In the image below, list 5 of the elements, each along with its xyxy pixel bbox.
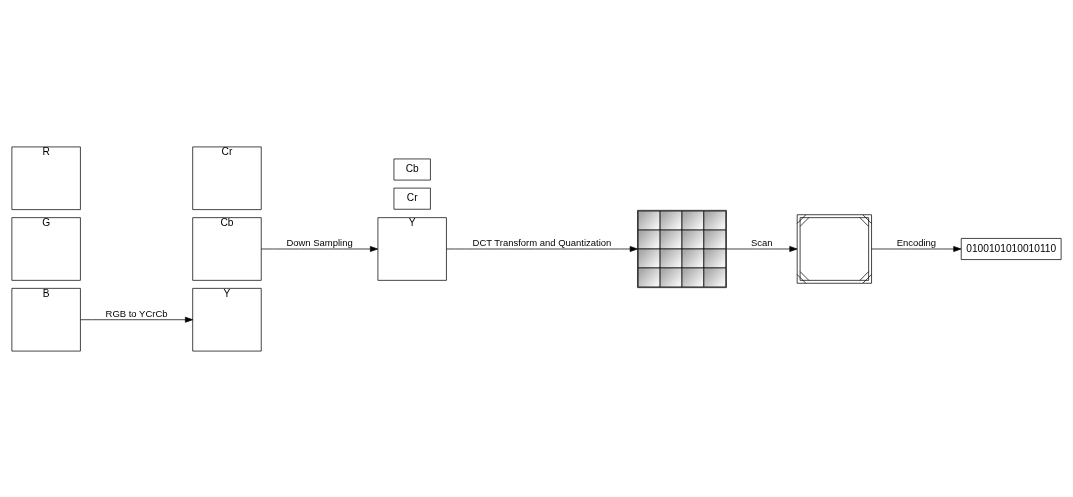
edge-label: RGB to YCrCb <box>105 307 168 319</box>
edge-label: Scan <box>751 236 773 248</box>
edge-label: DCT Transform and Quantization <box>472 236 612 248</box>
edge-label: Down Sampling <box>286 236 353 248</box>
edge-label: Encoding <box>896 236 937 248</box>
